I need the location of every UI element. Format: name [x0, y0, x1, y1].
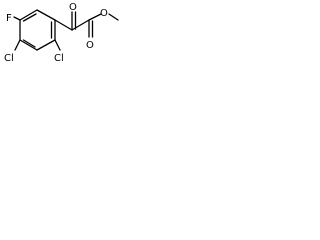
benzene-ring: [19, 9, 56, 51]
ester-oxygen-label: O: [100, 8, 108, 19]
bond-ester-carbon-to-ester-oxygen: [88, 13, 102, 21]
ketone-oxygen-label: O: [69, 2, 77, 13]
ring-double-bond-inner-2: [22, 39, 36, 48]
fluorine-atom-label: F: [6, 13, 12, 24]
chlorine-atom-label-right: Cl: [54, 53, 64, 64]
bond-ketone-to-ester-carbon: [71, 19, 90, 31]
chlorine-atom-label-left: Cl: [4, 53, 14, 64]
ring-bond-c2-c3: [36, 39, 56, 51]
ring-double-bond-inner-3: [22, 13, 37, 22]
bond-ring-to-chlorine-right: [54, 39, 61, 51]
ring-bond-c3-c4: [19, 39, 38, 51]
bond-ring-to-ketone-carbon: [54, 19, 73, 31]
ring-bond-c6-c1: [36, 9, 56, 21]
bond-ring-to-fluorine: [13, 16, 21, 21]
ring-bond-c5-c6: [19, 9, 38, 21]
bond-ring-to-chlorine-left: [14, 39, 21, 51]
bond-ester-oxygen-to-methyl: [108, 13, 119, 21]
structure-svg: F Cl Cl O O O: [4, 2, 119, 64]
ester-carbonyl-oxygen-label: O: [86, 40, 94, 51]
chemical-structure-diagram: F Cl Cl O O O: [0, 0, 121, 74]
